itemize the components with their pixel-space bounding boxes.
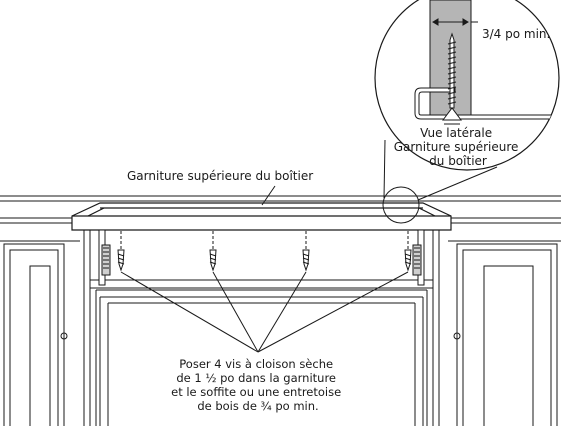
top-trim-label: Garniture supérieure du boîtier [127, 169, 313, 183]
instruction-label: Poser 4 vis à cloison sèche de 1 ½ po da… [171, 357, 345, 413]
left-cabinet [3, 243, 68, 426]
soffit-lines [0, 195, 561, 242]
side-view-detail [374, 0, 560, 171]
screw-2 [209, 231, 217, 272]
dimension-marker [429, 14, 478, 28]
detail-screw [442, 32, 462, 125]
left-bracket [98, 229, 111, 286]
dimension-label: 3/4 po min. [482, 27, 550, 41]
instruction-line-3: et le soffite ou une entretoise [171, 385, 341, 399]
instruction-line-1: Poser 4 vis à cloison sèche [179, 357, 333, 371]
screw-1 [117, 231, 125, 272]
screw-4 [404, 231, 412, 272]
instruction-leaders [120, 271, 409, 353]
top-trim-leader [261, 185, 276, 206]
instruction-line-4: de bois de ¾ po min. [197, 399, 318, 413]
side-view-line-1: Vue latérale [420, 126, 492, 140]
right-cabinet [453, 243, 558, 426]
trim-bracket [414, 87, 559, 120]
side-view-label: Vue latérale Garniture supérieure du boî… [394, 126, 523, 168]
callout-connector [382, 139, 498, 224]
instruction-line-2: de 1 ½ po dans la garniture [176, 371, 336, 385]
screw-3 [302, 231, 310, 272]
side-view-line-2: Garniture supérieure [394, 140, 519, 154]
side-view-line-3: du boîtier [429, 154, 487, 168]
right-bracket [412, 229, 425, 286]
top-trim [71, 202, 452, 231]
